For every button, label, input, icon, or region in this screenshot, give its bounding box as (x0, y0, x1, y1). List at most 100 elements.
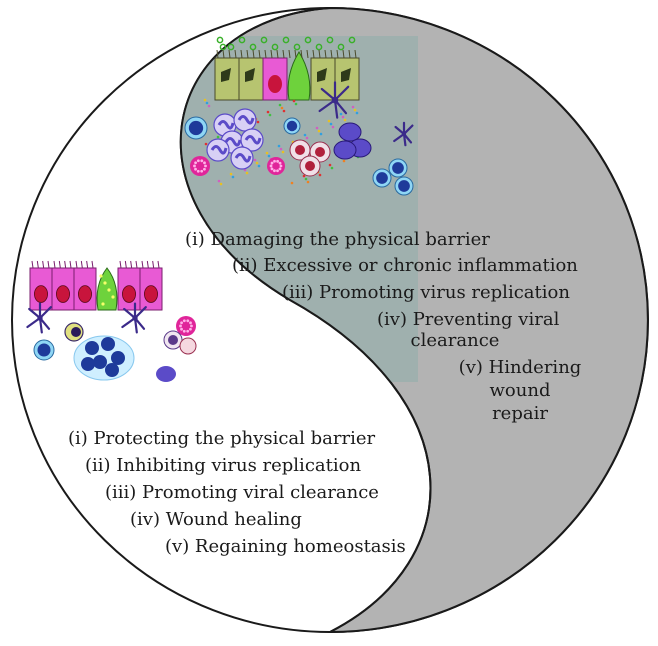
cell-nucleus (143, 285, 158, 303)
cytokine (292, 99, 296, 103)
cilium (124, 260, 127, 269)
dendritic-body (132, 315, 138, 321)
cytokine (219, 182, 223, 186)
cytokine (302, 174, 306, 178)
mucus-granule (103, 281, 107, 285)
clustered-lymphocyte (93, 355, 107, 369)
cytokine (305, 136, 309, 140)
cilium (318, 49, 321, 59)
cytokine (279, 147, 283, 151)
mast-granule (200, 159, 204, 163)
clustered-lymphocyte (111, 351, 125, 365)
mucus-granule (101, 302, 105, 306)
cilium (258, 49, 261, 59)
mast-granule (269, 164, 273, 168)
cytokine (328, 163, 332, 167)
dark-item-4-cont: clearance (410, 330, 500, 351)
mast-granule (186, 329, 190, 333)
eosinophil-nucleus (305, 161, 315, 171)
cilium (288, 49, 291, 59)
cytokine (327, 119, 331, 123)
cytokine (329, 122, 333, 126)
mast-granule (190, 324, 193, 328)
cytokine (306, 180, 310, 184)
cytokine (268, 113, 272, 117)
virus-particle (260, 36, 268, 44)
cytokine (204, 142, 208, 146)
damaged-nucleus (221, 68, 231, 82)
cilium (58, 260, 61, 269)
granulocyte-nucleus (168, 335, 178, 345)
cytokine (255, 161, 259, 165)
cilium (80, 260, 83, 269)
cytokine (303, 133, 307, 137)
cytokine (278, 103, 282, 107)
mast-granule (180, 327, 183, 331)
mast-granule (196, 159, 200, 163)
macrophage-nucleus (71, 327, 81, 337)
cilium (42, 260, 45, 269)
b-cell-nucleus (398, 180, 410, 192)
neutrophil-nucleus (217, 120, 235, 130)
cilium (222, 49, 225, 59)
clustered-lymphocyte (101, 337, 115, 351)
dark-item-3: (iii) Promoting virus replication (282, 282, 570, 303)
mast-granule (194, 161, 197, 165)
neutrophil (230, 146, 254, 170)
mast-granule (182, 319, 186, 323)
cytokine (339, 112, 343, 116)
cytokine (217, 179, 221, 183)
cilium (69, 260, 72, 269)
cell-nucleus (268, 75, 282, 93)
cilium (342, 49, 345, 59)
cilium (141, 260, 144, 269)
cytokine (216, 135, 220, 139)
neutrophil-nucleus (224, 137, 242, 147)
cytokine (342, 159, 346, 163)
monocyte-nucleus (286, 120, 298, 132)
cilium (152, 260, 155, 269)
cytokine (353, 108, 357, 112)
cytokine (205, 101, 209, 105)
mast-granule (270, 161, 274, 165)
mucus-granule (99, 274, 103, 278)
cytokine (315, 126, 319, 130)
plasma-cell (338, 122, 362, 142)
cytokine (256, 120, 260, 124)
mucus-granule (111, 295, 115, 299)
cytokine (229, 172, 233, 176)
cilium (157, 260, 160, 269)
cilium (119, 260, 122, 269)
cytokine (319, 132, 323, 136)
damaged-nucleus (317, 68, 327, 82)
cell-nucleus (56, 285, 71, 303)
mast-granule (276, 159, 279, 163)
inflamed-tissue-illustration (184, 36, 414, 196)
mast-granule (273, 159, 276, 163)
cilium (31, 260, 34, 269)
cilium (146, 260, 149, 269)
b-cell-nucleus (392, 162, 404, 174)
cytokine (253, 158, 257, 162)
cytokine (330, 166, 334, 170)
cell-nucleus (34, 285, 49, 303)
cytokine (277, 144, 281, 148)
cytokine (282, 109, 286, 113)
neutrophil (206, 138, 230, 162)
clustered-lymphocyte (105, 363, 119, 377)
damaged-nucleus (245, 68, 255, 82)
mast-granule (279, 164, 283, 168)
cytokine (318, 173, 322, 177)
mast-granule (278, 161, 282, 165)
neutrophil-nucleus (237, 115, 255, 125)
plasma-cell (333, 140, 357, 160)
dark-item-1: (i) Damaging the physical barrier (185, 229, 490, 250)
mast-granule (194, 167, 197, 171)
yin-yang-divider (179, 7, 432, 633)
cytokine (207, 104, 211, 108)
dark-item-5: (v) Hindering (458, 357, 582, 378)
lymphocyte-nucleus (37, 343, 51, 357)
dendritic-body (401, 131, 407, 137)
